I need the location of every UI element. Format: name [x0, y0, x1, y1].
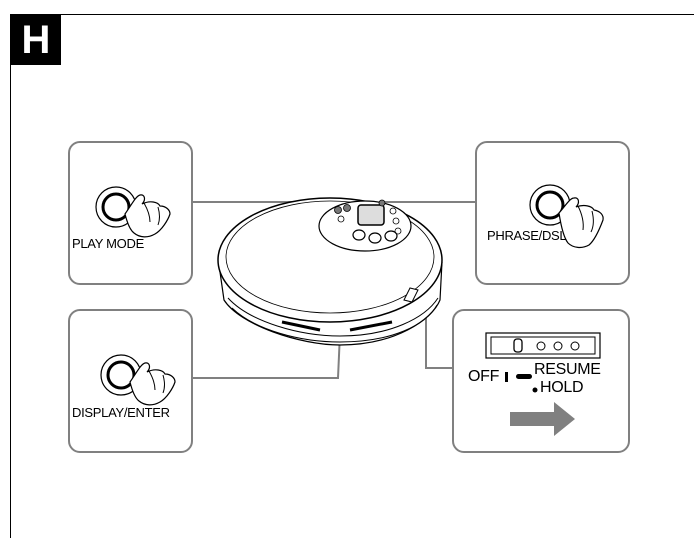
section-badge: H [11, 15, 61, 65]
display-enter-label: DISPLAY/ENTER [72, 405, 170, 420]
right-arrow-icon [510, 402, 575, 436]
off-mark [505, 372, 508, 382]
resume-mark [516, 374, 532, 379]
leader-line-hold [425, 300, 452, 369]
play-mode-label: PLAY MODE [72, 236, 144, 251]
phrase-dsl-button-illustration [529, 184, 604, 249]
hold-mark [532, 387, 538, 393]
phrase-dsl-label: PHRASE/DSL [487, 228, 567, 243]
button-display-small [337, 215, 345, 223]
button-3 [384, 230, 398, 242]
frame-left-border [10, 14, 11, 538]
lcd-display [357, 204, 385, 226]
play-mode-button-illustration [95, 186, 171, 238]
hand-icon [124, 194, 171, 238]
cd-player [217, 197, 443, 346]
button-phrase-small [378, 199, 386, 207]
hand-icon [558, 197, 604, 249]
hold-switch-body [403, 287, 419, 303]
button-1 [352, 229, 366, 241]
hand-icon [129, 362, 176, 406]
hold-switch-illustration [485, 332, 601, 436]
phrase-dsl-button [535, 190, 565, 220]
display-enter-button-illustration [100, 354, 176, 406]
off-label: OFF [468, 368, 500, 385]
frame-top-border [10, 14, 694, 15]
hold-label: HOLD [540, 379, 584, 396]
button-play-mode-small [334, 206, 342, 214]
resume-label: RESUME [534, 361, 601, 378]
button-2 [368, 232, 382, 244]
hold-switch-knob [513, 338, 523, 353]
